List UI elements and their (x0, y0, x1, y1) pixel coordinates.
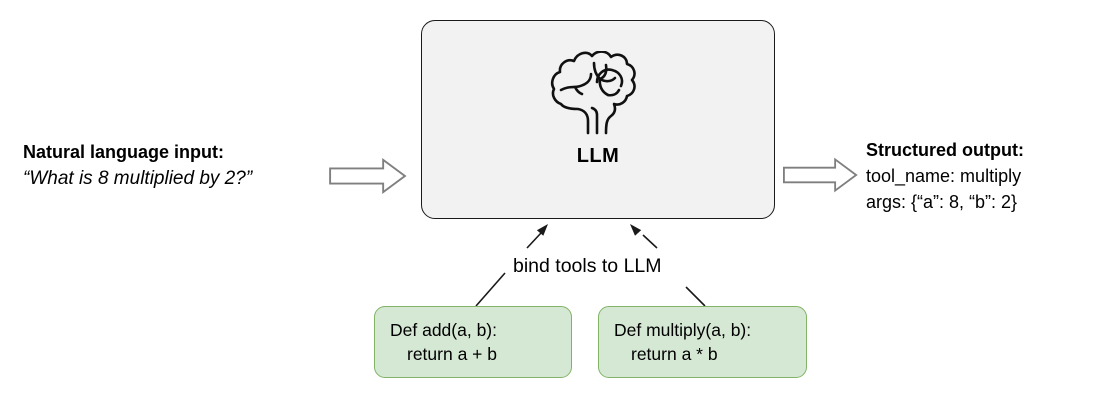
output-args-line: args: {“a”: 8, “b”: 2} (866, 192, 1018, 212)
multiply-connector-arrowhead (630, 224, 642, 236)
tool-multiply-body: return a * b (631, 344, 718, 364)
bind-tools-label: bind tools to LLM (513, 255, 662, 277)
input-quote: “What is 8 multiplied by 2?” (23, 168, 253, 189)
add-connector-upper-segment (526, 232, 542, 249)
tool-add-body: return a + b (407, 344, 497, 364)
input-to-llm-arrow-icon (329, 158, 407, 194)
input-title: Natural language input: (23, 142, 225, 162)
add-connector-arrowhead (536, 224, 548, 236)
output-tool-name-line: tool_name: multiply (866, 166, 1022, 186)
tool-box-add: Def add(a, b): return a + b (374, 306, 572, 378)
multiply-connector-lower-segment (685, 286, 706, 307)
llm-box: LLM (421, 20, 775, 219)
tool-box-multiply: Def multiply(a, b): return a * b (598, 306, 807, 378)
output-title: Structured output: (866, 140, 1024, 160)
tool-add-signature: Def add(a, b): (390, 320, 497, 340)
input-label-block: Natural language input: “What is 8 multi… (23, 139, 252, 192)
brain-icon (550, 51, 636, 135)
llm-to-output-arrow-icon (783, 157, 858, 193)
add-connector-lower-segment (475, 272, 506, 307)
multiply-connector-upper-segment (642, 234, 658, 249)
tool-multiply-signature: Def multiply(a, b): (614, 320, 752, 340)
llm-label: LLM (576, 145, 620, 167)
output-label-block: Structured output: tool_name: multiply a… (866, 137, 1024, 215)
